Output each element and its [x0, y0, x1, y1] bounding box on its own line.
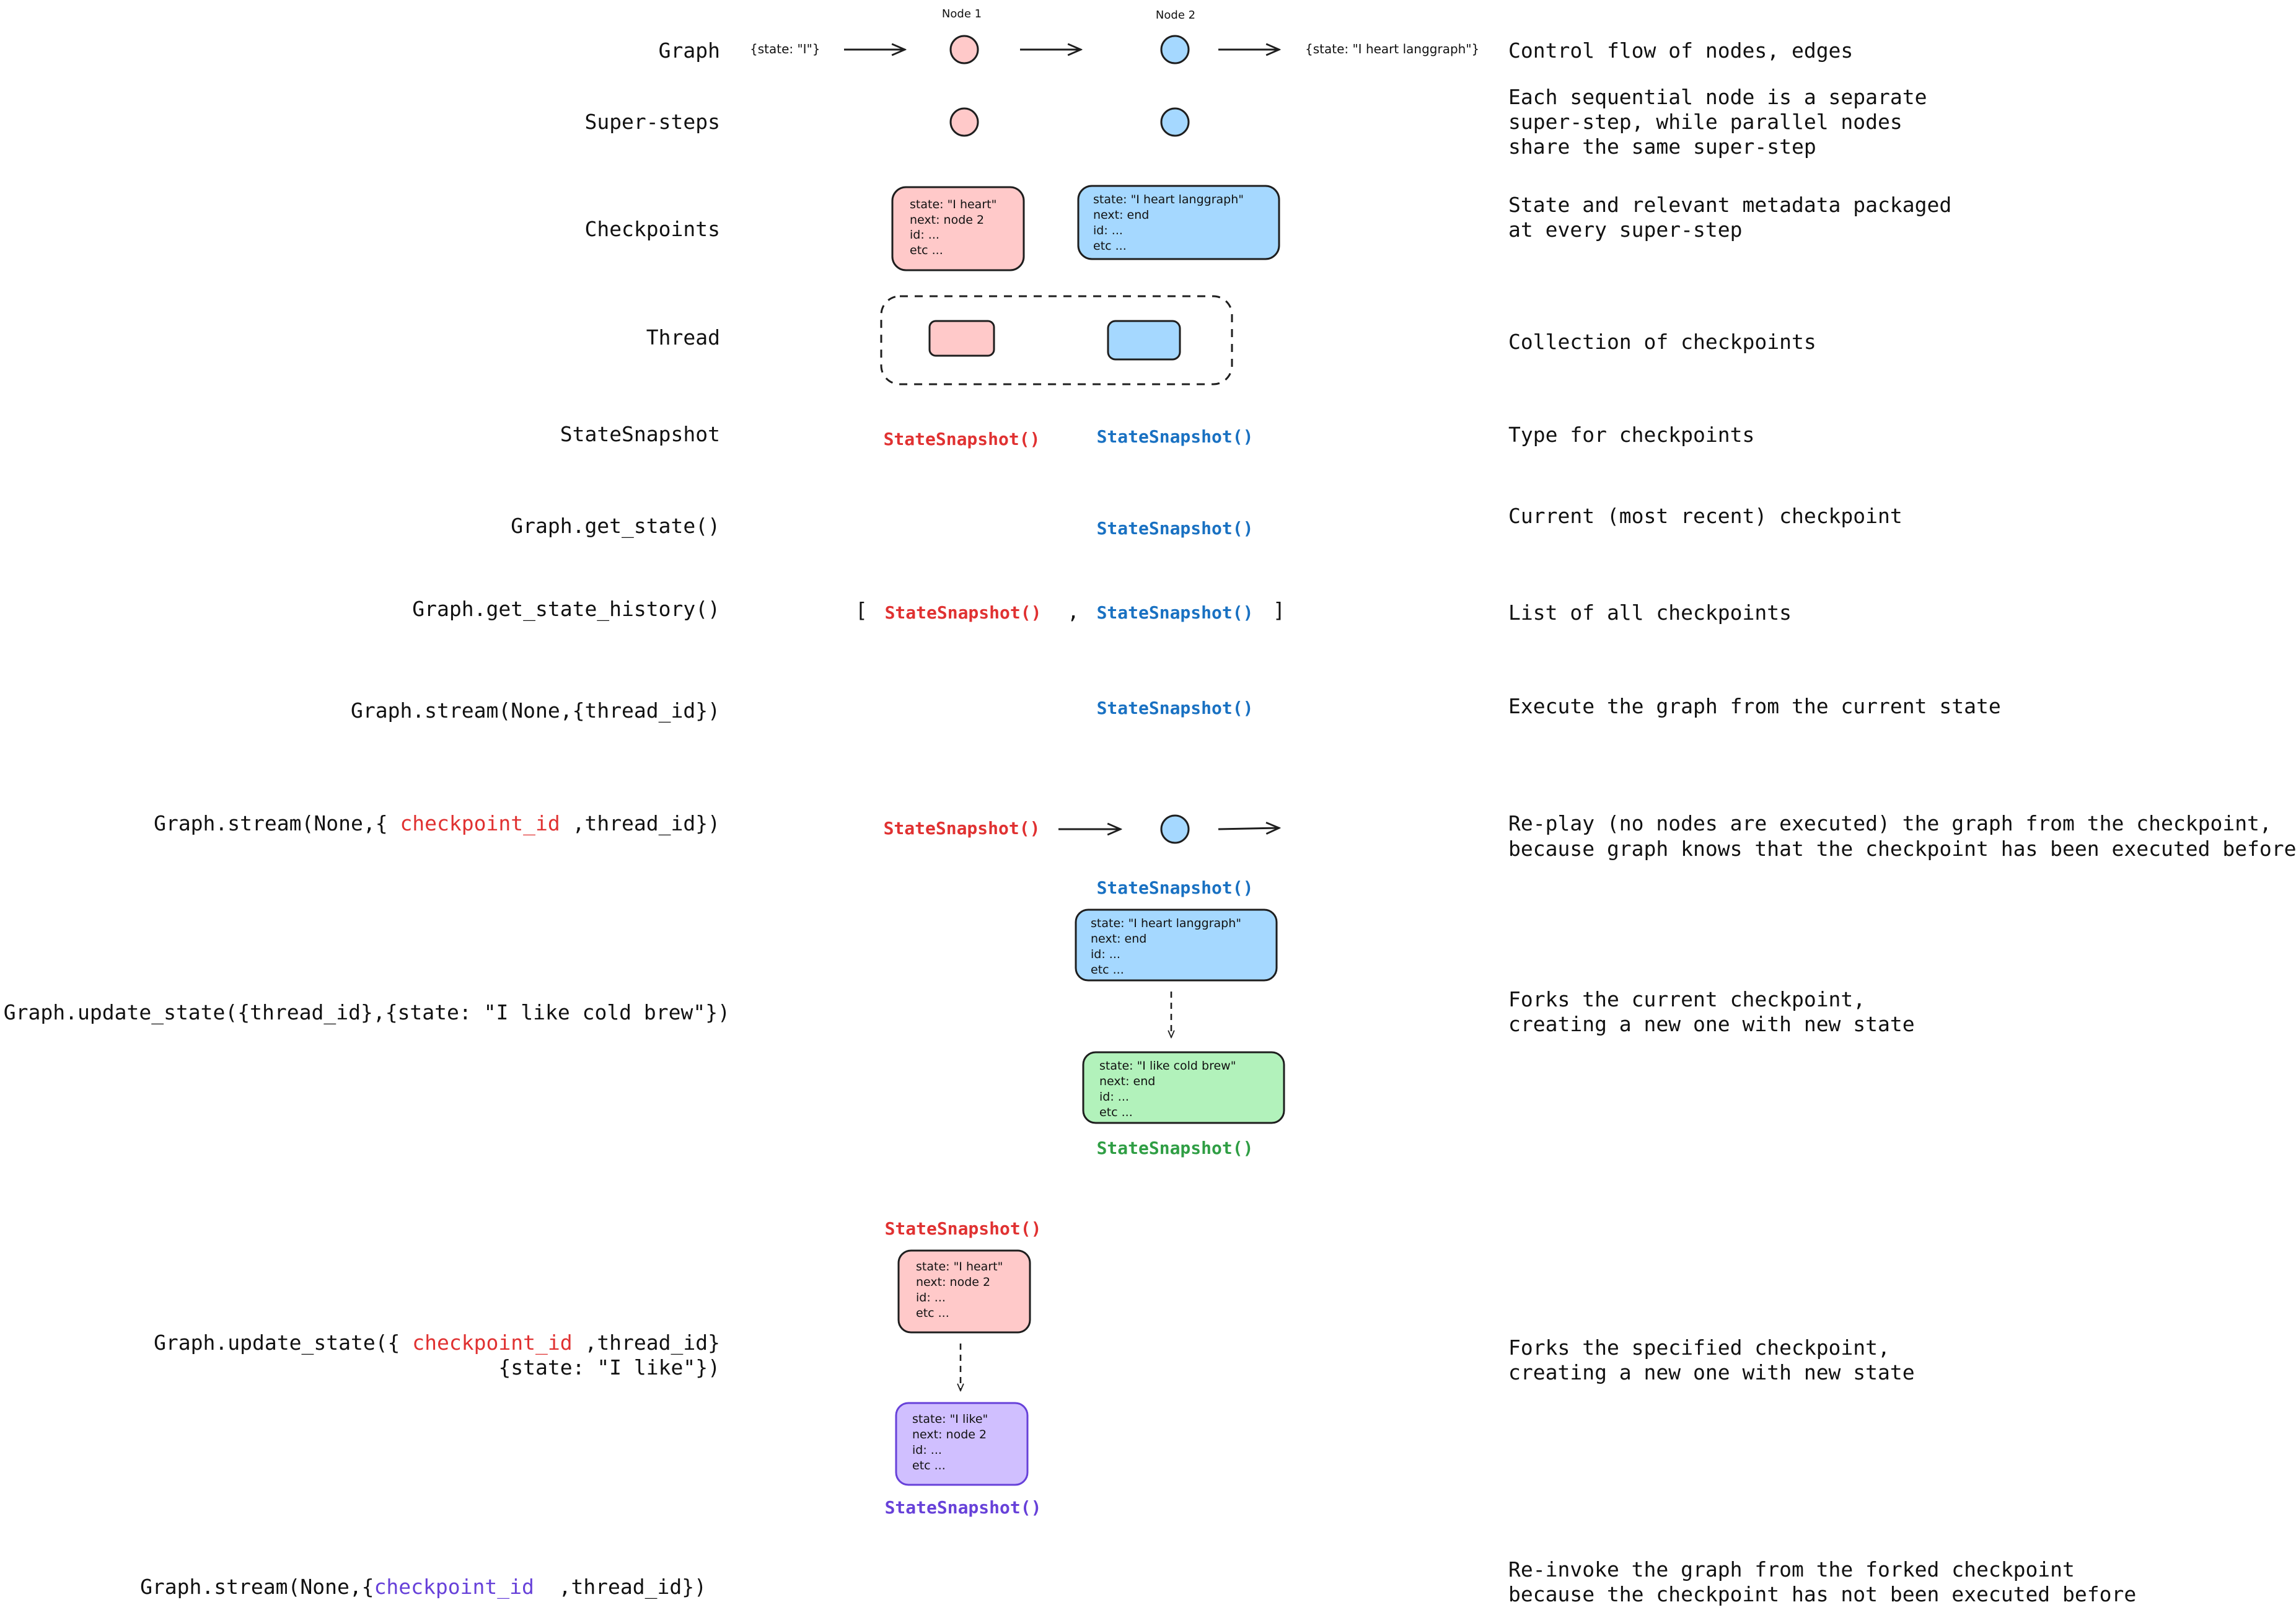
stream-label: Graph.stream(None,{thread_id}) — [351, 698, 720, 723]
node1-circle — [949, 35, 979, 64]
update-card-top-line1: state: "I heart langgraph" — [1091, 917, 1241, 930]
update-cp-label-line2: {state: "I like"}) — [498, 1355, 720, 1379]
checkpoint-card-2-line4: etc ... — [1093, 239, 1127, 253]
update-cp-label-suffix: ,thread_id} — [573, 1331, 720, 1355]
reinvoke-description-line1: Re-invoke the graph from the forked chec… — [1508, 1557, 2075, 1581]
reinvoke-description-line2: because the checkpoint has not been exec… — [1508, 1582, 2136, 1606]
supersteps-description-line3: share the same super-step — [1508, 134, 1816, 159]
get-state-description: Current (most recent) checkpoint — [1508, 504, 1902, 528]
stream-snapshot: StateSnapshot() — [1097, 698, 1254, 718]
reinvoke-label-checkpoint-id: checkpoint_id — [374, 1575, 534, 1599]
update-card-top-line4: etc ... — [1091, 963, 1124, 977]
supersteps-description-line1: Each sequential node is a separate — [1508, 85, 1927, 109]
update-card-bottom-line4: etc ... — [1099, 1106, 1133, 1119]
checkpoint-card-1-line3: id: ... — [910, 228, 939, 242]
update-card-top-line2: next: end — [1091, 932, 1146, 946]
update-card-bottom-line3: id: ... — [1099, 1090, 1129, 1104]
update-snapshot-top: StateSnapshot() — [1097, 878, 1254, 898]
update-description-line2: creating a new one with new state — [1508, 1012, 1915, 1036]
update-snapshot-bottom: StateSnapshot() — [1097, 1138, 1254, 1158]
graph-description: Control flow of nodes, edges — [1508, 38, 1853, 63]
update-cp-snapshot-top: StateSnapshot() — [885, 1218, 1042, 1239]
checkpoint-card-2-line2: next: end — [1093, 208, 1149, 222]
update-cp-card-bottom — [895, 1402, 1029, 1486]
history-snapshot-blue: StateSnapshot() — [1097, 602, 1254, 623]
thread-description: Collection of checkpoints — [1508, 330, 1816, 354]
superstep2-circle — [1160, 107, 1190, 137]
replay-node2-circle — [1160, 814, 1190, 844]
superstep1-circle — [949, 107, 979, 137]
checkpoints-description-line2: at every super-step — [1508, 218, 1743, 242]
update-cp-card-top-line1: state: "I heart" — [916, 1260, 1003, 1273]
supersteps-description-line2: super-step, while parallel nodes — [1508, 110, 1902, 134]
get-state-history-description: List of all checkpoints — [1508, 600, 1792, 625]
replay-label: Graph.stream(None,{ checkpoint_id ,threa… — [154, 811, 720, 836]
checkpoint-card-1-line1: state: "I heart" — [910, 198, 996, 211]
update-description-line1: Forks the current checkpoint, — [1508, 987, 1865, 1011]
replay-label-checkpoint-id: checkpoint_id — [400, 811, 560, 836]
reinvoke-label-prefix: Graph.stream(None,{ — [140, 1575, 374, 1599]
checkpoints-label: Checkpoints — [584, 217, 720, 241]
update-cp-card-bottom-line1: state: "I like" — [912, 1412, 988, 1426]
reinvoke-label-suffix: ,thread_id}) — [534, 1575, 706, 1599]
update-state-label: Graph.update_state({thread_id},{state: "… — [4, 1000, 730, 1025]
replay-snapshot-red: StateSnapshot() — [884, 818, 1040, 838]
history-comma: , — [1067, 599, 1080, 623]
update-card-bottom-line2: next: end — [1099, 1075, 1155, 1088]
statesnapshot-blue: StateSnapshot() — [1097, 426, 1254, 447]
input-state-text: {state: "I"} — [750, 42, 820, 56]
history-snapshot-red: StateSnapshot() — [885, 602, 1042, 623]
thread-checkpoint-1 — [928, 320, 995, 357]
update-cp-card-top-line2: next: node 2 — [916, 1275, 990, 1289]
update-cp-card-top — [897, 1249, 1031, 1334]
reinvoke-label: Graph.stream(None,{checkpoint_id ,thread… — [140, 1575, 706, 1599]
checkpoint-card-1-line4: etc ... — [910, 244, 943, 257]
update-card-bottom — [1082, 1051, 1285, 1124]
history-close-bracket: ] — [1273, 598, 1285, 622]
replay-description-line1: Re-play (no nodes are executed) the grap… — [1508, 811, 2272, 835]
update-cp-description-line2: creating a new one with new state — [1508, 1360, 1915, 1384]
get-state-history-label: Graph.get_state_history() — [412, 597, 720, 622]
get-state-snapshot: StateSnapshot() — [1097, 518, 1254, 539]
update-cp-label-prefix: Graph.update_state({ — [154, 1331, 412, 1355]
update-card-bottom-line1: state: "I like cold brew" — [1099, 1059, 1236, 1073]
checkpoint-card-1-line2: next: node 2 — [910, 213, 984, 227]
statesnapshot-label: StateSnapshot — [560, 422, 720, 446]
update-cp-snapshot-bottom: StateSnapshot() — [885, 1497, 1042, 1518]
node2-circle — [1160, 35, 1190, 64]
update-card-top-line3: id: ... — [1091, 948, 1120, 961]
thread-label: Thread — [646, 325, 720, 350]
thread-checkpoint-2 — [1107, 320, 1181, 361]
history-open-bracket: [ — [855, 598, 868, 622]
graph-label: Graph — [659, 38, 720, 63]
checkpoint-card-2-line1: state: "I heart langgraph" — [1093, 193, 1244, 206]
get-state-label: Graph.get_state() — [511, 514, 720, 539]
update-cp-card-bottom-line2: next: node 2 — [912, 1428, 987, 1441]
statesnapshot-red: StateSnapshot() — [884, 429, 1040, 449]
output-state-text: {state: "I heart langgraph"} — [1305, 42, 1479, 56]
thread-container — [880, 295, 1233, 385]
update-cp-description-line1: Forks the specified checkpoint, — [1508, 1335, 1890, 1360]
update-cp-card-bottom-line3: id: ... — [912, 1443, 942, 1457]
checkpoint-card-1 — [891, 186, 1025, 271]
node1-label: Node 1 — [942, 7, 982, 20]
replay-label-suffix: ,thread_id}) — [560, 811, 720, 836]
node2-label: Node 2 — [1156, 9, 1195, 22]
checkpoint-card-2 — [1077, 185, 1280, 260]
update-card-top — [1075, 908, 1278, 982]
replay-description-line2: because graph knows that the checkpoint … — [1508, 837, 2296, 861]
replay-label-prefix: Graph.stream(None,{ — [154, 811, 400, 835]
statesnapshot-description: Type for checkpoints — [1508, 423, 1754, 447]
stream-description: Execute the graph from the current state — [1508, 694, 2001, 718]
checkpoints-description-line1: State and relevant metadata packaged — [1508, 193, 1951, 217]
replay-edge-2 — [1218, 828, 1279, 829]
checkpoint-card-2-line3: id: ... — [1093, 224, 1123, 237]
update-cp-label-line1: Graph.update_state({ checkpoint_id ,thre… — [154, 1331, 720, 1355]
update-cp-card-top-line3: id: ... — [916, 1291, 946, 1304]
supersteps-label: Super-steps — [584, 110, 720, 134]
update-cp-label-checkpoint-id: checkpoint_id — [412, 1331, 572, 1355]
update-cp-card-bottom-line4: etc ... — [912, 1459, 946, 1472]
update-cp-card-top-line4: etc ... — [916, 1306, 949, 1320]
